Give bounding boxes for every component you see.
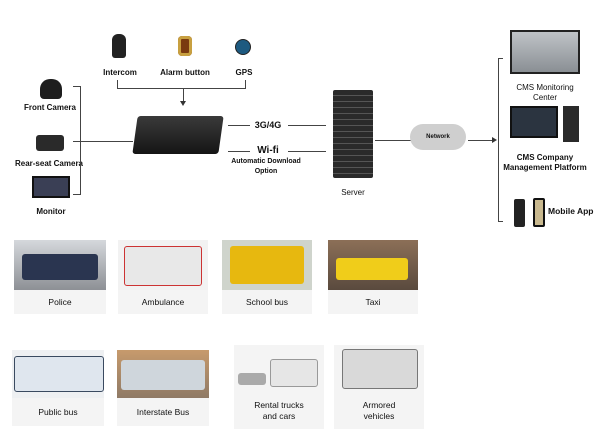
cms-platform-label-2: Management Platform	[503, 163, 587, 172]
cms-monitoring-center-image	[510, 30, 580, 74]
vehicle-label-2: and cars	[262, 411, 296, 421]
vehicle-label: Taxi	[365, 297, 381, 307]
phone-icon	[514, 199, 525, 227]
alarm-button-label: Alarm button	[160, 68, 210, 77]
rear-camera-label: Rear-seat Camera	[14, 159, 84, 168]
mobile-dvr-device	[132, 116, 224, 154]
vehicle-card-rental-trucks: Rental trucks and cars	[234, 345, 324, 429]
network-label: Network	[426, 134, 450, 140]
server-label: Server	[341, 188, 365, 197]
vehicle-card-armored: Armored vehicles	[334, 345, 424, 429]
vehicle-card-police: Police	[14, 240, 106, 314]
cms-center-label-1: CMS Monitoring	[516, 83, 574, 92]
vehicle-card-interstate-bus: Interstate Bus	[117, 350, 209, 426]
rear-camera-icon	[36, 135, 64, 151]
vehicle-card-ambulance: Ambulance	[118, 240, 208, 314]
monitor-label: Monitor	[36, 207, 66, 216]
intercom-icon	[112, 34, 126, 58]
vehicle-label-2: vehicles	[363, 411, 395, 421]
vehicle-label: Interstate Bus	[136, 407, 190, 417]
vehicle-label: Public bus	[38, 407, 78, 417]
monitor-icon	[32, 176, 70, 198]
network-cloud-icon	[410, 124, 466, 150]
alarm-button-icon	[178, 36, 192, 56]
arrow-down-icon	[180, 101, 186, 106]
cms-center-label-2: Center	[532, 93, 557, 102]
mobile-app-label: Mobile App	[548, 206, 594, 216]
vehicle-label: Police	[48, 297, 72, 307]
cellular-label: 3G/4G	[254, 120, 282, 130]
vehicle-card-school-bus: School bus	[222, 240, 312, 314]
front-camera-label: Front Camera	[23, 103, 76, 112]
vehicle-card-public-bus: Public bus	[12, 350, 104, 426]
wifi-label: Wi-fi	[257, 145, 279, 156]
front-camera-icon	[40, 79, 62, 99]
gps-label: GPS	[235, 68, 253, 77]
server-rack-icon	[333, 90, 373, 178]
phone-map-icon	[533, 198, 545, 227]
cms-platform-label-1: CMS Company	[516, 153, 574, 162]
intercom-label: Intercom	[103, 68, 137, 77]
cms-platform-monitor-icon	[510, 106, 558, 138]
wifi-note-line1: Automatic Download	[231, 158, 301, 165]
vehicle-label: Ambulance	[141, 297, 185, 307]
cms-platform-tower-icon	[563, 106, 579, 142]
wifi-note-line2: Option	[254, 168, 278, 175]
vehicle-label: School bus	[245, 297, 289, 307]
vehicle-label-1: Armored	[362, 400, 396, 410]
gps-satellite-icon	[236, 40, 250, 54]
arrow-right-icon	[492, 137, 497, 143]
vehicle-card-taxi: Taxi	[328, 240, 418, 314]
vehicle-label-1: Rental trucks	[254, 400, 304, 410]
